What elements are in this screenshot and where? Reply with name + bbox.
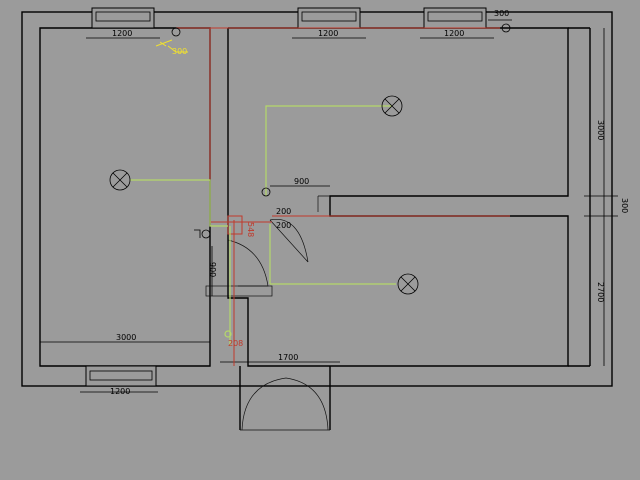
window-top-mid xyxy=(297,7,361,29)
label-switch-tag: 300 xyxy=(172,47,187,56)
entrance-jambs xyxy=(239,366,331,430)
label-right-gap: 300 xyxy=(620,198,629,213)
windows xyxy=(85,7,487,387)
entrance-double-door xyxy=(241,377,329,431)
door-swing-upper xyxy=(269,218,309,263)
label-right-height-lower: 2700 xyxy=(596,282,605,302)
label-left-door-900: 900 xyxy=(208,262,217,277)
outer-walls xyxy=(21,11,613,387)
red-junction xyxy=(227,215,243,235)
dimension-labels: 1200 1200 1200 300 300 3000 300 2700 900… xyxy=(110,9,629,396)
label-window-top-mid: 1200 xyxy=(318,29,338,38)
red-wire-left xyxy=(209,28,272,223)
label-door-200-b: 200 xyxy=(276,221,291,230)
window-pane xyxy=(301,11,357,22)
left-room-inner xyxy=(39,27,211,367)
label-door-width-upper: 900 xyxy=(294,177,309,186)
switch-icon xyxy=(194,229,211,239)
switch-icon xyxy=(261,187,271,197)
label-window-bottom: 1200 xyxy=(110,387,130,396)
switch-icon xyxy=(155,27,188,53)
light-fixture-icon xyxy=(381,95,403,117)
green-wire-left xyxy=(130,179,228,227)
label-window-top-left: 1200 xyxy=(112,29,132,38)
window-pane xyxy=(95,11,151,22)
window-pane xyxy=(89,370,153,381)
label-left-room-width: 3000 xyxy=(116,333,136,342)
outer-wall-outline xyxy=(21,11,613,387)
window-top-left xyxy=(91,7,155,29)
right-rooms-inner xyxy=(227,27,569,367)
switch-icon xyxy=(501,23,511,33)
label-red-small: 548 xyxy=(246,222,255,237)
red-wiring xyxy=(176,27,510,366)
door-leaf xyxy=(205,285,273,297)
label-top-right-offset: 300 xyxy=(494,9,509,18)
label-entrance-width: 1700 xyxy=(278,353,298,362)
window-bottom xyxy=(85,365,157,387)
light-fixture-icon xyxy=(109,169,131,191)
window-top-right xyxy=(423,7,487,29)
label-red-bottom: 208 xyxy=(228,339,243,348)
dimension-lines xyxy=(40,19,618,393)
light-fixture-icon xyxy=(397,273,419,295)
green-wiring xyxy=(130,105,396,346)
window-pane xyxy=(427,11,483,22)
switch-icon xyxy=(224,330,232,338)
label-window-top-right: 1200 xyxy=(444,29,464,38)
label-right-height-upper: 3000 xyxy=(596,120,605,140)
green-wire-upper xyxy=(265,105,392,196)
switches xyxy=(155,23,511,338)
label-door-200-a: 200 xyxy=(276,207,291,216)
door-jamb xyxy=(317,195,330,212)
doors xyxy=(205,195,331,431)
ceiling-lights xyxy=(109,95,419,295)
